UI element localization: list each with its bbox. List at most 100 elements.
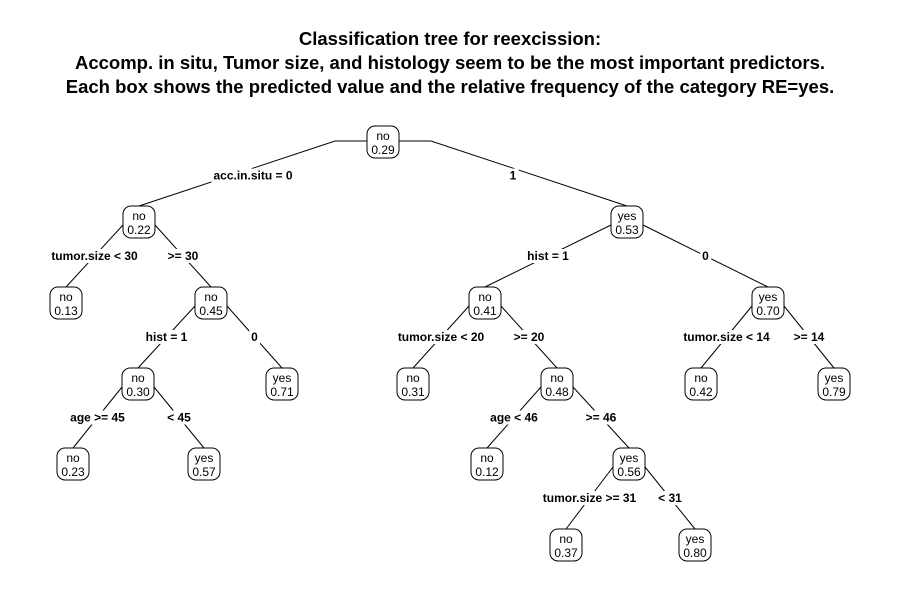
node-relative-frequency: 0.42 bbox=[689, 385, 713, 399]
node-box bbox=[678, 528, 712, 562]
node-predicted-value: no bbox=[204, 290, 218, 304]
node-predicted-value: yes bbox=[195, 451, 214, 465]
split-label-bg bbox=[68, 410, 128, 425]
tree-node-root: no0.29 bbox=[366, 125, 400, 159]
node-relative-frequency: 0.80 bbox=[683, 546, 707, 560]
split-label-bg bbox=[583, 410, 619, 425]
split-label-bg bbox=[211, 168, 295, 183]
tree-node-n10: no0.30 bbox=[121, 367, 155, 401]
node-predicted-value: no bbox=[59, 290, 73, 304]
title-line-3: Each box shows the predicted value and t… bbox=[65, 76, 835, 97]
split-label-bg bbox=[488, 410, 541, 425]
node-predicted-value: yes bbox=[618, 209, 637, 223]
node-relative-frequency: 0.56 bbox=[617, 465, 641, 479]
node-box bbox=[684, 367, 718, 401]
node-predicted-value: no bbox=[694, 371, 708, 385]
split-label-right-n7: >= 14 bbox=[794, 330, 825, 344]
diagram-title: Classification tree for reexcission: Acc… bbox=[0, 27, 900, 99]
node-predicted-value: no bbox=[559, 532, 573, 546]
node-box bbox=[49, 286, 83, 320]
node-relative-frequency: 0.12 bbox=[475, 465, 499, 479]
tree-node-n13: no0.48 bbox=[540, 367, 574, 401]
split-label-bg bbox=[681, 330, 773, 344]
split-label-bg bbox=[511, 330, 547, 344]
node-box bbox=[470, 447, 504, 481]
node-predicted-value: no bbox=[478, 290, 492, 304]
node-box bbox=[817, 367, 851, 401]
node-box bbox=[122, 205, 156, 239]
split-label-bg bbox=[249, 330, 261, 344]
node-relative-frequency: 0.13 bbox=[54, 304, 78, 318]
split-label-left-n6: tumor.size < 20 bbox=[398, 330, 485, 344]
split-label-right-n13: >= 46 bbox=[586, 411, 617, 425]
node-predicted-value: yes bbox=[686, 532, 705, 546]
tree-node-n6: no0.41 bbox=[468, 286, 502, 320]
tree-node-n26: no0.12 bbox=[470, 447, 504, 481]
tree-node-n20: no0.23 bbox=[56, 447, 90, 481]
split-label-right-n6: >= 20 bbox=[514, 330, 545, 344]
tree-node-n4: no0.13 bbox=[49, 286, 83, 320]
title-line-1: Classification tree for reexcission: bbox=[298, 28, 602, 49]
node-predicted-value: no bbox=[376, 129, 390, 143]
node-box bbox=[265, 367, 299, 401]
split-label-bg bbox=[507, 168, 519, 183]
node-relative-frequency: 0.41 bbox=[473, 304, 497, 318]
split-label-bg bbox=[143, 330, 190, 344]
split-label-left-n10: age >= 45 bbox=[70, 411, 125, 425]
node-relative-frequency: 0.31 bbox=[401, 385, 425, 399]
split-label-left-n27: tumor.size >= 31 bbox=[543, 491, 637, 505]
split-label-bg bbox=[656, 491, 685, 505]
tree-node-n5: no0.45 bbox=[194, 286, 228, 320]
tree-edge-left-root bbox=[138, 140, 367, 207]
split-label-left-n3: hist = 1 bbox=[527, 249, 569, 263]
node-relative-frequency: 0.29 bbox=[371, 143, 395, 157]
node-predicted-value: yes bbox=[273, 371, 292, 385]
split-label-bg bbox=[395, 330, 487, 344]
node-predicted-value: no bbox=[550, 371, 564, 385]
node-predicted-value: no bbox=[132, 209, 146, 223]
node-predicted-value: yes bbox=[620, 451, 639, 465]
node-relative-frequency: 0.79 bbox=[822, 385, 846, 399]
node-box bbox=[396, 367, 430, 401]
node-box bbox=[187, 447, 221, 481]
node-relative-frequency: 0.23 bbox=[61, 465, 85, 479]
split-label-left-n5: hist = 1 bbox=[146, 330, 188, 344]
node-relative-frequency: 0.53 bbox=[615, 223, 639, 237]
split-label-right-n27: < 31 bbox=[658, 491, 682, 505]
split-label-bg bbox=[165, 249, 201, 263]
node-box bbox=[366, 125, 400, 159]
title-line-2: Accomp. in situ, Tumor size, and histolo… bbox=[74, 52, 826, 73]
split-label-bg bbox=[49, 249, 141, 263]
split-label-bg bbox=[791, 330, 827, 344]
split-label-left-root: acc.in.situ = 0 bbox=[213, 169, 292, 183]
node-relative-frequency: 0.45 bbox=[199, 304, 223, 318]
node-relative-frequency: 0.37 bbox=[554, 546, 578, 560]
split-label-bg bbox=[700, 249, 712, 263]
node-relative-frequency: 0.22 bbox=[127, 223, 151, 237]
node-predicted-value: yes bbox=[825, 371, 844, 385]
node-predicted-value: yes bbox=[759, 290, 778, 304]
node-box bbox=[540, 367, 574, 401]
node-predicted-value: no bbox=[131, 371, 145, 385]
tree-node-n54: no0.37 bbox=[549, 528, 583, 562]
node-box bbox=[194, 286, 228, 320]
split-label-left-n2: tumor.size < 30 bbox=[51, 249, 138, 263]
node-predicted-value: no bbox=[406, 371, 420, 385]
node-box bbox=[56, 447, 90, 481]
node-box bbox=[612, 447, 646, 481]
split-label-right-n10: < 45 bbox=[167, 411, 191, 425]
tree-nodes: no0.29no0.22yes0.53no0.13no0.45no0.30yes… bbox=[49, 125, 851, 562]
tree-node-n14: no0.42 bbox=[684, 367, 718, 401]
node-relative-frequency: 0.57 bbox=[192, 465, 216, 479]
node-predicted-value: no bbox=[66, 451, 80, 465]
split-label-bg bbox=[540, 491, 639, 505]
node-relative-frequency: 0.48 bbox=[545, 385, 569, 399]
node-box bbox=[549, 528, 583, 562]
split-label-right-n2: >= 30 bbox=[168, 249, 199, 263]
